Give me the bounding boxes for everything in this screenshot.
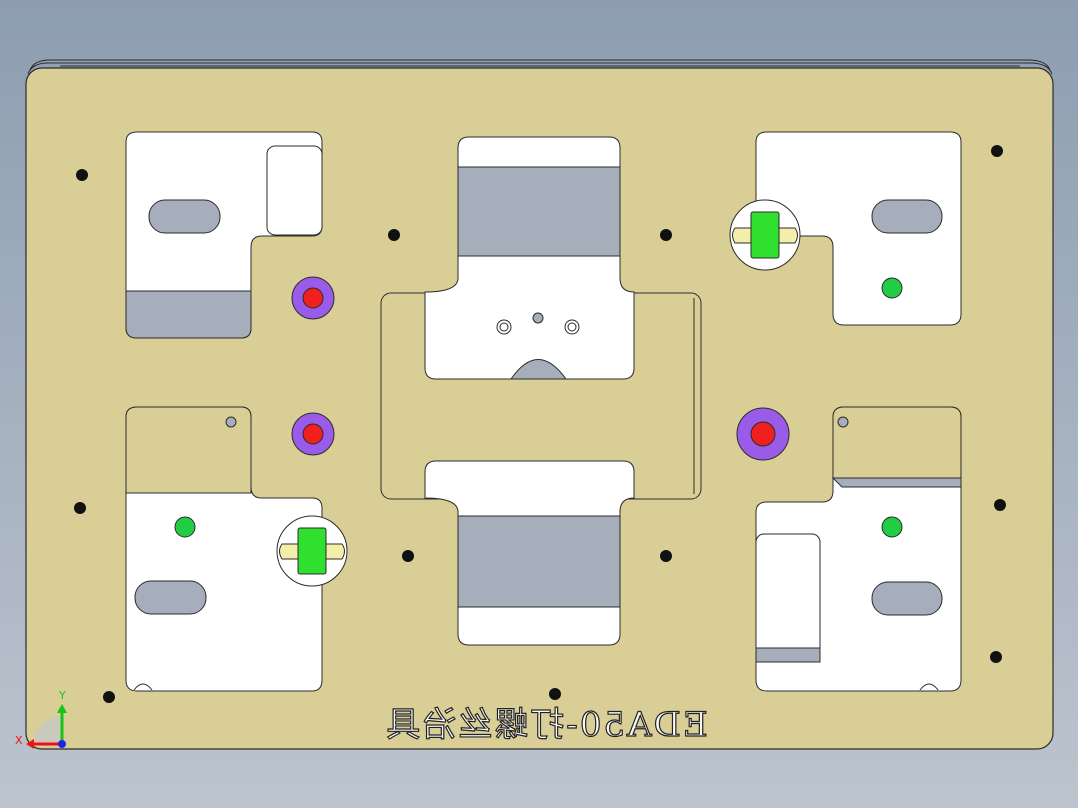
pocket-top-left [125,131,323,339]
pocket-bottom-left [125,406,323,692]
locating-pin-2 [291,412,335,456]
slot-top-right [871,199,943,234]
locating-pin-3 [736,407,790,461]
locating-pin-1 [291,276,335,320]
plate-top-edge [27,59,1053,75]
center-cutout [380,136,702,646]
magnet-bottom-left [276,515,348,587]
screw-holes [74,145,1006,703]
slot-top-left [148,199,221,234]
locating-pins [291,276,790,461]
recess-lower [457,515,621,608]
recess-upper [457,166,621,257]
coordinate-triad: Y X [15,689,67,749]
x-axis-label: X [15,734,23,747]
engraving-group: EDA50-打螺丝治具 [384,704,709,745]
magnet-top-right [729,199,801,271]
y-axis-label: Y [58,689,66,702]
pocket-top-right [755,131,962,326]
slot-bottom-right [871,581,943,616]
pocket-bottom-right [755,406,962,692]
green-pin-bottom-left [174,516,196,538]
slot-bottom-left [134,580,207,615]
green-pin-bottom-right [881,516,903,538]
engraved-label: EDA50-打螺丝治具 [384,705,707,745]
green-pin-top-right [881,277,903,299]
